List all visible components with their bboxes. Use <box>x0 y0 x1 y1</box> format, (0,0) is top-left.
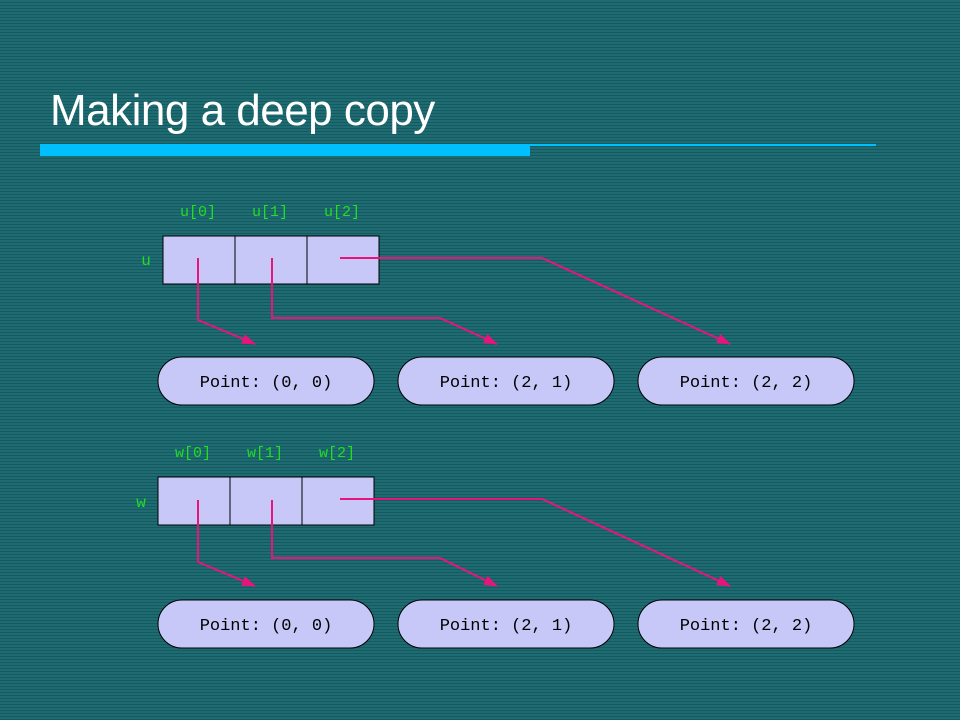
array-name-u: u <box>141 252 151 270</box>
array-cell-w1 <box>229 476 303 526</box>
index-label-w2: w[2] <box>319 445 355 462</box>
point-object-w0 <box>157 599 375 649</box>
array-cell-w2 <box>301 476 375 526</box>
reference-arrow-u0 <box>197 258 256 345</box>
array-name-w: w <box>136 494 146 512</box>
reference-arrow-u2 <box>340 257 731 345</box>
reference-arrow-w2 <box>340 498 731 587</box>
point-label-u0: Point: (0, 0) <box>200 374 333 393</box>
reference-arrow-w0 <box>197 500 256 587</box>
array-cell-w0 <box>157 476 231 526</box>
index-label-u2: u[2] <box>324 204 360 221</box>
point-label-u1: Point: (2, 1) <box>440 374 573 393</box>
index-label-w1: w[1] <box>247 445 283 462</box>
array-u-group: u[0] u[1] u[2] u Point: (0, 0) Point: (2… <box>141 204 855 406</box>
title-underline-thick <box>40 144 530 156</box>
point-label-w2: Point: (2, 2) <box>680 617 813 636</box>
index-label-u0: u[0] <box>180 204 216 221</box>
point-object-w1 <box>397 599 615 649</box>
point-object-u0 <box>157 356 375 406</box>
title-underline-thin <box>530 144 876 146</box>
index-label-w0: w[0] <box>175 445 211 462</box>
point-label-w1: Point: (2, 1) <box>440 617 573 636</box>
point-object-u1 <box>397 356 615 406</box>
array-w-group: w[0] w[1] w[2] w Point: (0, 0) Point: (2… <box>136 445 855 649</box>
point-object-u2 <box>637 356 855 406</box>
point-label-w0: Point: (0, 0) <box>200 617 333 636</box>
point-label-u2: Point: (2, 2) <box>680 374 813 393</box>
array-cell-u2 <box>306 235 380 285</box>
index-label-u1: u[1] <box>252 204 288 221</box>
point-object-w2 <box>637 599 855 649</box>
reference-arrow-w1 <box>271 500 498 587</box>
reference-arrow-u1 <box>271 258 498 345</box>
slide-title: Making a deep copy <box>50 86 435 135</box>
